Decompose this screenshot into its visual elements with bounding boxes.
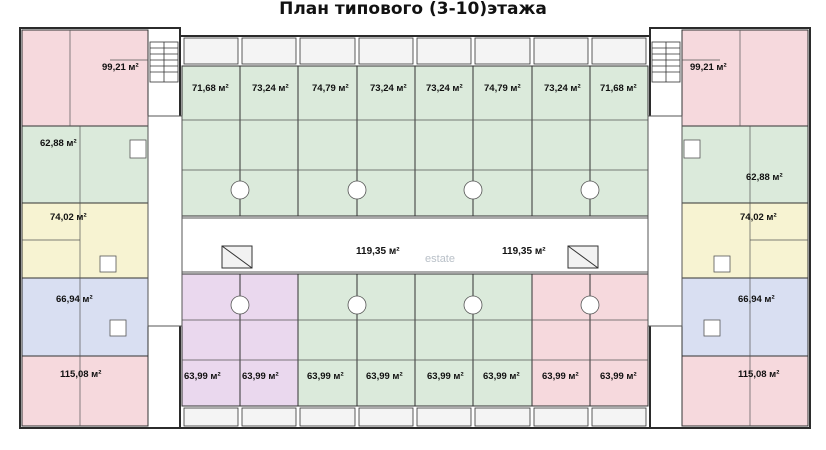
area-label-bottom-1: 63,99 м² — [184, 371, 221, 382]
right-corridor — [647, 115, 683, 327]
area-label-left-4: 66,94 м² — [56, 294, 93, 305]
area-label-top-3: 74,79 м² — [312, 83, 349, 94]
area-label-top-4: 73,24 м² — [370, 83, 407, 94]
apartment-left-2 — [21, 125, 149, 204]
apartment-right-top — [681, 29, 809, 127]
apartment-left-4 — [21, 277, 149, 357]
bottom-balconies — [183, 407, 647, 427]
top-row-apartments — [181, 65, 649, 217]
area-label-top-1: 71,68 м² — [192, 83, 229, 94]
area-label-right-top: 99,21 м² — [690, 62, 727, 73]
left-corridor — [147, 115, 183, 327]
apartment-right-4 — [681, 277, 809, 357]
floor-plan: estate 99,21 м² 99,21 м² 62,88 м² 62,88 … — [19, 27, 811, 429]
apartment-left-top — [21, 29, 149, 127]
area-label-right-2: 62,88 м² — [746, 172, 783, 183]
area-label-right-3: 74,02 м² — [740, 212, 777, 223]
left-stair — [149, 41, 179, 83]
bottom-row-apartments — [181, 273, 649, 407]
area-label-bottom-8: 63,99 м² — [600, 371, 637, 382]
watermark-text: estate — [425, 253, 455, 265]
corridor-label-right: 119,35 м² — [502, 246, 546, 257]
area-label-bottom-2: 63,99 м² — [242, 371, 279, 382]
area-label-bottom-6: 63,99 м² — [483, 371, 520, 382]
area-label-bottom-5: 63,99 м² — [427, 371, 464, 382]
area-label-bottom-4: 63,99 м² — [366, 371, 403, 382]
area-label-bottom-3: 63,99 м² — [307, 371, 344, 382]
area-label-left-3: 74,02 м² — [50, 212, 87, 223]
area-label-top-2: 73,24 м² — [252, 83, 289, 94]
area-label-top-7: 73,24 м² — [544, 83, 581, 94]
area-label-left-2: 62,88 м² — [40, 138, 77, 149]
apartment-right-3 — [681, 202, 809, 279]
plan-title: План типового (3-10)этажа — [279, 0, 547, 19]
right-stair — [651, 41, 681, 83]
area-label-right-5: 115,08 м² — [738, 369, 779, 380]
interior-partitions — [22, 30, 808, 426]
bathroom-fixtures — [99, 139, 731, 337]
area-label-right-4: 66,94 м² — [738, 294, 775, 305]
apartment-left-3 — [21, 202, 149, 279]
area-label-top-6: 74,79 м² — [484, 83, 521, 94]
corridor-label-left: 119,35 м² — [356, 246, 400, 257]
apartment-right-2 — [681, 125, 809, 204]
apartment-left-5 — [21, 355, 149, 427]
area-label-top-5: 73,24 м² — [426, 83, 463, 94]
area-label-bottom-7: 63,99 м² — [542, 371, 579, 382]
apartment-right-5 — [681, 355, 809, 427]
area-label-top-8: 71,68 м² — [600, 83, 637, 94]
area-label-left-top: 99,21 м² — [102, 62, 139, 73]
elevator-shafts — [221, 245, 599, 269]
top-balconies — [183, 37, 647, 65]
area-label-left-5: 115,08 м² — [60, 369, 101, 380]
